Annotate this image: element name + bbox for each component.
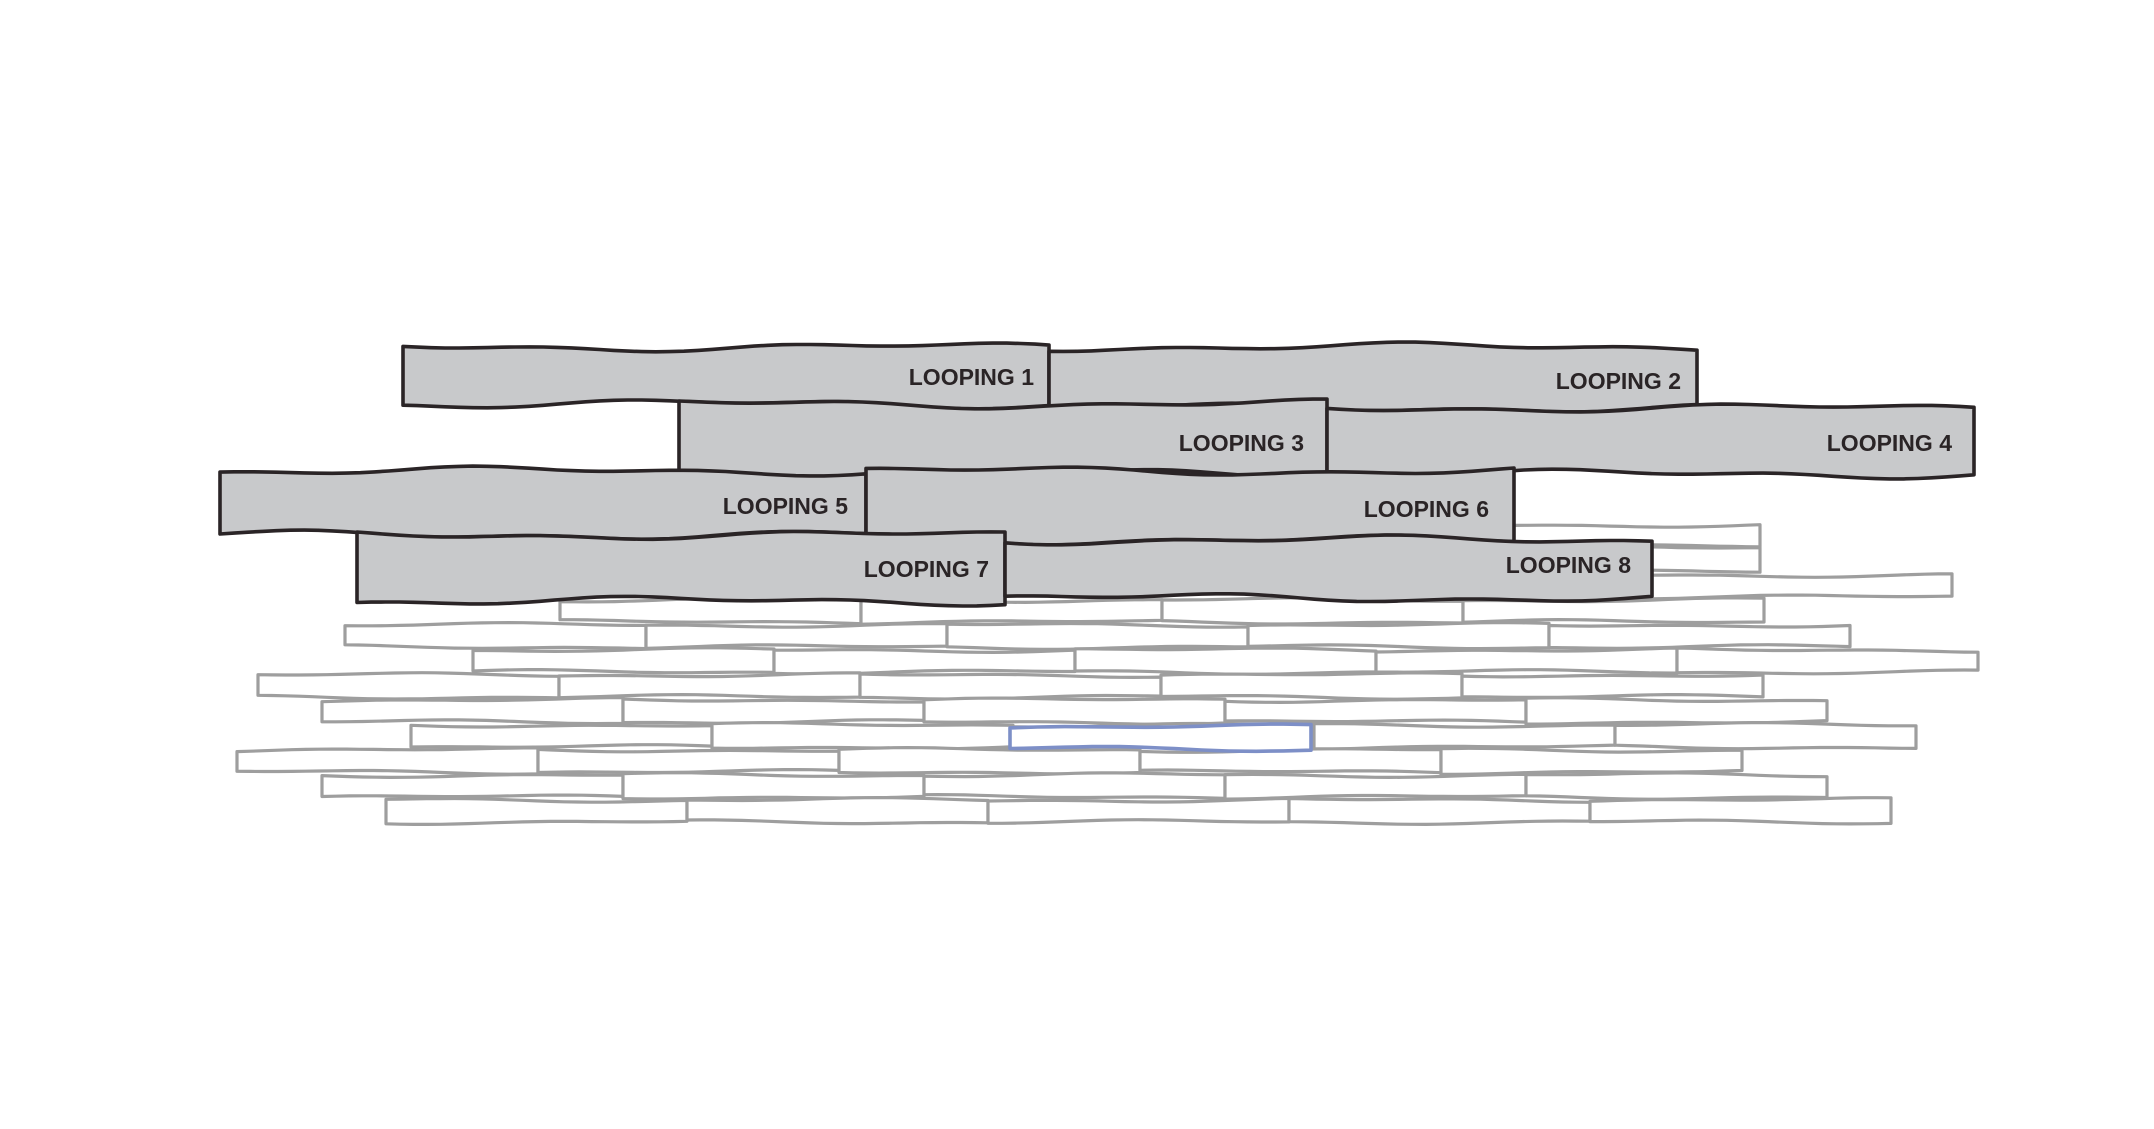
plank-shape	[355, 529, 1007, 608]
grid-tile	[922, 696, 1227, 726]
plank-label: LOOPING 7	[864, 556, 989, 582]
plank-looping-5: LOOPING 5	[218, 464, 868, 542]
grid-tile	[1675, 646, 1980, 676]
grid-tile	[1439, 746, 1744, 776]
grid-tile	[409, 723, 714, 749]
plank-looping-3: LOOPING 3	[677, 397, 1329, 481]
grid-tile	[1246, 621, 1551, 651]
grid-tile	[685, 796, 990, 826]
grid-tile	[1312, 722, 1617, 751]
grid-tile	[384, 796, 689, 826]
grid-tile	[621, 771, 926, 801]
grid-tile	[1613, 721, 1918, 751]
grid-tile	[1524, 771, 1829, 801]
grid-tile	[1287, 796, 1592, 826]
grid-tile	[1073, 646, 1378, 676]
highlighted-tile-group	[1008, 722, 1313, 754]
plank-label: LOOPING 1	[909, 364, 1034, 390]
grid-tile	[536, 747, 841, 775]
plank-label: LOOPING 5	[723, 493, 848, 519]
grid-tile	[1223, 698, 1528, 724]
plank-looping-4: LOOPING 4	[1325, 402, 1976, 481]
grid-tile	[343, 621, 648, 651]
grid-tile	[1460, 673, 1765, 699]
plank-label: LOOPING 2	[1556, 368, 1681, 394]
plank-label: LOOPING 8	[1506, 552, 1631, 578]
grid-tile	[1649, 572, 1954, 601]
grid-tile	[1588, 796, 1893, 826]
grid-tile	[1524, 696, 1829, 726]
highlighted-tile	[1008, 722, 1313, 754]
grid-tile	[1159, 671, 1464, 701]
grid-tile	[1547, 623, 1852, 650]
grid-tile	[320, 696, 625, 726]
grid-tile	[558, 596, 863, 626]
grid-tile	[837, 746, 1142, 776]
plank-label: LOOPING 3	[1179, 430, 1304, 456]
grid-tile	[471, 646, 776, 675]
grid-tile	[858, 672, 1163, 701]
plank-shape	[1325, 402, 1976, 481]
plank-looping-6: LOOPING 6	[864, 465, 1516, 547]
plank-looping-2: LOOPING 2	[1047, 340, 1699, 414]
grid-tile	[235, 746, 540, 776]
grid-tile	[1223, 772, 1528, 801]
looping-planks: LOOPING 1 LOOPING 2 LOOPING 3 LOOPING 4 LOOP…	[218, 340, 1976, 608]
grid-tile	[922, 771, 1227, 800]
grid-tile	[986, 796, 1291, 825]
grid-tile	[1374, 646, 1679, 675]
plank-label: LOOPING 6	[1364, 496, 1489, 522]
plank-looping-1: LOOPING 1	[401, 341, 1051, 411]
grid-tile	[256, 671, 561, 701]
grid-tile	[945, 621, 1250, 651]
grid-tile	[1461, 596, 1766, 625]
grid-tile	[710, 721, 1015, 751]
grid-tile	[557, 671, 862, 700]
plank-label: LOOPING 4	[1827, 430, 1952, 456]
grid-tile	[621, 697, 926, 725]
grid-tile	[320, 773, 625, 799]
plank-looping-8: LOOPING 8	[1003, 533, 1654, 604]
plank-shape	[1003, 533, 1654, 604]
plank-looping-7: LOOPING 7	[355, 529, 1007, 608]
grid-tile	[772, 648, 1077, 676]
grid-tile	[644, 622, 949, 650]
